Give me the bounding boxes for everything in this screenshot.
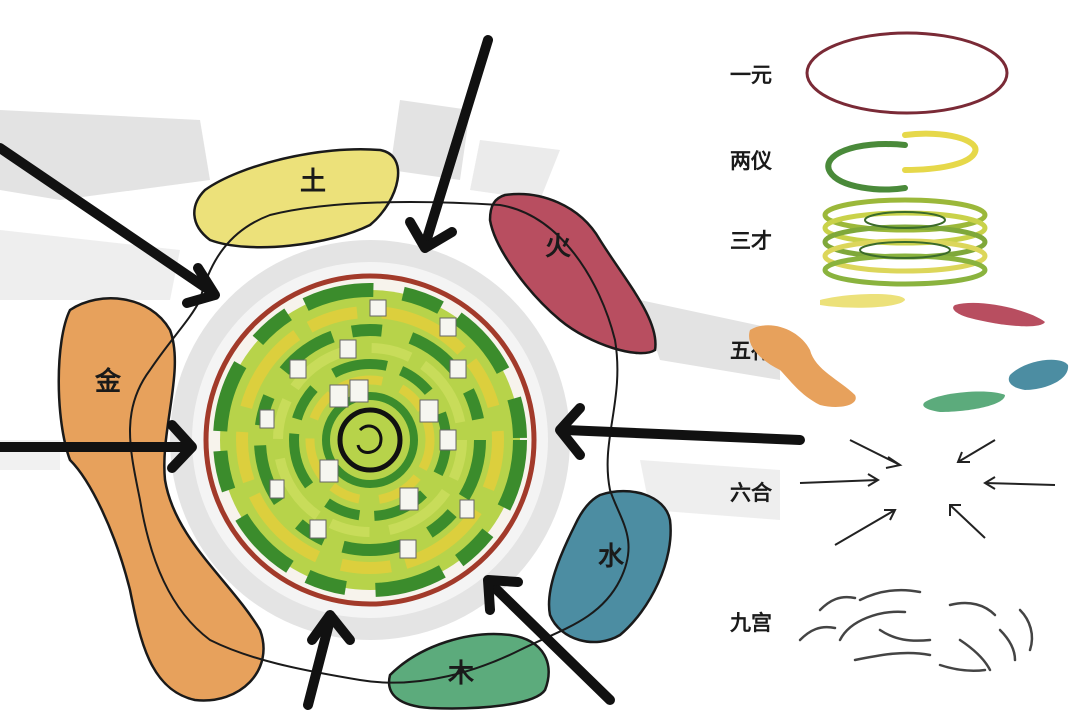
legend-six-he: 六合 [730, 481, 773, 505]
central-plan [203, 273, 537, 607]
water-blob [547, 490, 672, 644]
legend-three-cai: 三才 [730, 229, 772, 253]
fire-label: 火 [545, 232, 571, 262]
legend-two-yi: 两仪 [730, 149, 773, 173]
earth-blob [193, 148, 400, 249]
legend-one-yuan: 一元 [730, 63, 772, 87]
legend-one-yuan-symbol [805, 31, 1009, 115]
flow-line [129, 201, 630, 684]
legend: 一元 两仪 三才 五行 六合 [729, 31, 1069, 673]
metal-label: 金 [94, 366, 122, 397]
earth-label: 土 [300, 167, 326, 197]
legend-nine-gong: 九宫 [729, 611, 772, 635]
legend-six-he-symbol [799, 439, 1056, 546]
wood-label: 木 [447, 659, 474, 689]
legend-three-cai-symbol [822, 197, 988, 287]
legend-nine-gong-symbol [798, 588, 1034, 673]
water-label: 水 [598, 542, 625, 572]
entrance-arrows [0, 35, 805, 710]
metal-blob [57, 297, 265, 702]
legend-five-xing-symbol [749, 294, 1069, 412]
fire-blob [488, 192, 657, 355]
legend-two-yi-symbol [825, 130, 979, 193]
